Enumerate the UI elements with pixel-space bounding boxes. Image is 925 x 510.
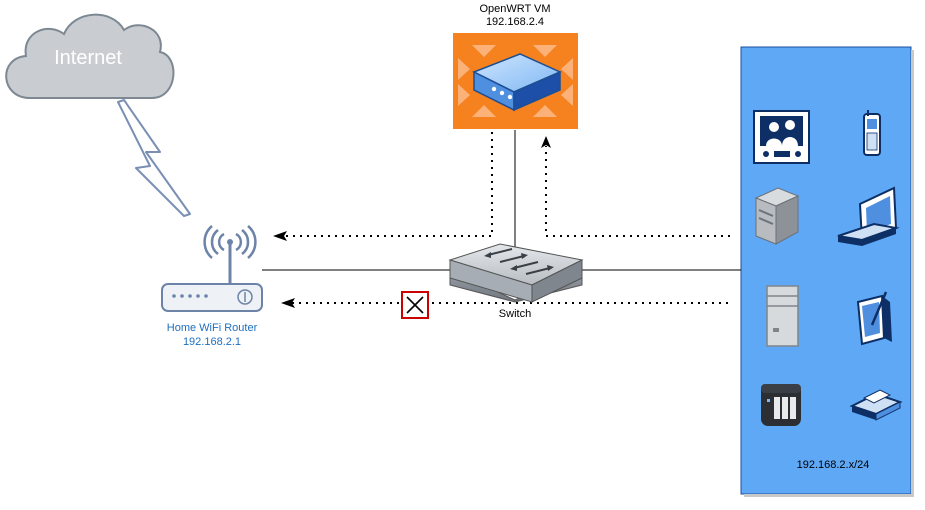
cross-icon [401,291,429,319]
openwrt-name: OpenWRT VM [479,3,550,15]
openwrt-ip: 192.168.2.4 [486,16,544,28]
router-icon [161,225,263,312]
tablet-pen-icon [856,291,892,346]
traffic-flow-via-openwrt [285,132,730,237]
pc-tower-icon [766,285,799,347]
lan-subnet: 192.168.2.x/24 [797,459,870,471]
nas-icon [761,384,801,426]
switch-label: Switch [499,308,531,320]
openwrt-vm-icon [453,33,578,129]
cloud-icon [5,13,175,99]
switch-icon [448,243,584,303]
router-ip: 192.168.2.1 [183,336,241,348]
scanner-icon [849,389,903,421]
server-tower-icon [754,187,800,245]
video-terminal-icon [753,110,810,164]
lightning-icon [117,99,191,217]
cloud-label: Internet [54,47,122,69]
router-name: Home WiFi Router [167,322,258,334]
mobile-phone-icon [863,110,881,156]
laptop-icon [837,186,900,246]
